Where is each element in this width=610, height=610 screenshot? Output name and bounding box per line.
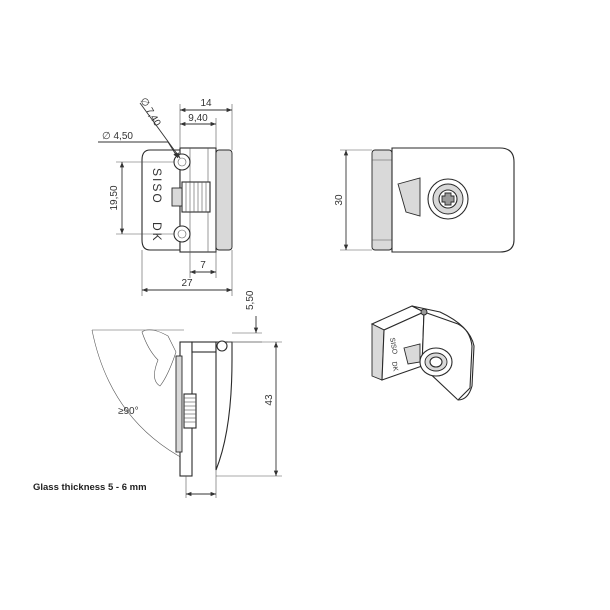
dim-14: 14: [200, 98, 212, 109]
engraving-brand: SISO: [150, 168, 164, 205]
isometric-view: SISO DK: [370, 305, 475, 401]
iso-engraving-mark: DK: [390, 361, 399, 372]
dim-diameter-4-50: ∅ 4,50: [102, 131, 133, 142]
front-view: SISO DK 14 9,40 ∅ 7,40 ∅ 4,50 19,50 7 27: [98, 96, 233, 296]
side-view: 30: [334, 147, 515, 253]
dim-diameter-7-40: ∅ 7,40: [137, 96, 162, 129]
dim-9-40: 9,40: [188, 113, 208, 124]
engraving-mark: DK: [150, 222, 164, 243]
glass-thickness-note: Glass thickness 5 - 6 mm: [33, 482, 147, 493]
dim-27: 27: [181, 278, 193, 289]
section-view: ≥90° 5,50 43: [91, 290, 282, 498]
dim-43: 43: [264, 394, 275, 406]
dim-30: 30: [334, 194, 345, 206]
dim-angle: ≥90°: [118, 406, 139, 417]
dim-5-50: 5,50: [245, 290, 256, 310]
dim-19-50: 19,50: [109, 185, 120, 210]
iso-engraving-brand: SISO: [388, 337, 398, 355]
dim-7: 7: [200, 260, 206, 271]
